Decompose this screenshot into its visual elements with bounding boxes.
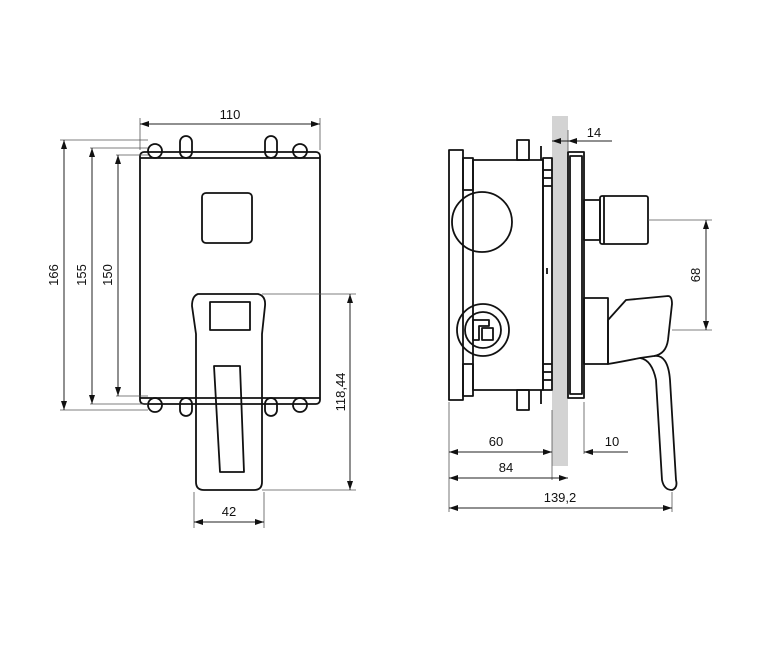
cover-plate bbox=[139, 151, 321, 405]
mounting-lugs bbox=[140, 135, 320, 417]
label-wall-depth: 84 bbox=[499, 460, 513, 475]
round-port bbox=[451, 191, 513, 253]
label-height-mid: 155 bbox=[74, 264, 89, 286]
side-lever bbox=[583, 295, 678, 491]
front-dimension-lines bbox=[61, 121, 353, 525]
diverter-button bbox=[201, 192, 253, 244]
lever-handle bbox=[191, 293, 267, 491]
label-height-outer: 166 bbox=[46, 264, 61, 286]
wall-section bbox=[552, 116, 568, 466]
side-view: 14 68 60 10 84 139,2 bbox=[448, 116, 712, 512]
box-pins bbox=[516, 139, 542, 411]
label-height-inner: 150 bbox=[100, 264, 115, 286]
label-body-depth: 60 bbox=[489, 434, 503, 449]
label-handle-offset: 68 bbox=[688, 268, 703, 282]
threaded-rings bbox=[542, 157, 553, 391]
side-extension-lines bbox=[448, 130, 712, 512]
box-flanges bbox=[448, 149, 474, 401]
label-lever-width: 42 bbox=[222, 504, 236, 519]
label-wall-thickness: 14 bbox=[587, 125, 601, 140]
label-cover-projection: 10 bbox=[605, 434, 619, 449]
valve-cartridge bbox=[456, 303, 510, 357]
front-view: 110 166 155 150 118,44 42 bbox=[46, 107, 356, 528]
side-dimension-lines bbox=[449, 138, 709, 511]
label-front-width: 110 bbox=[220, 107, 241, 122]
label-total-depth: 139,2 bbox=[544, 490, 577, 505]
label-lever-drop: 118,44 bbox=[333, 373, 348, 412]
side-button-cap bbox=[583, 195, 649, 245]
front-extension-lines bbox=[60, 118, 356, 528]
side-cover-plate bbox=[567, 151, 585, 399]
